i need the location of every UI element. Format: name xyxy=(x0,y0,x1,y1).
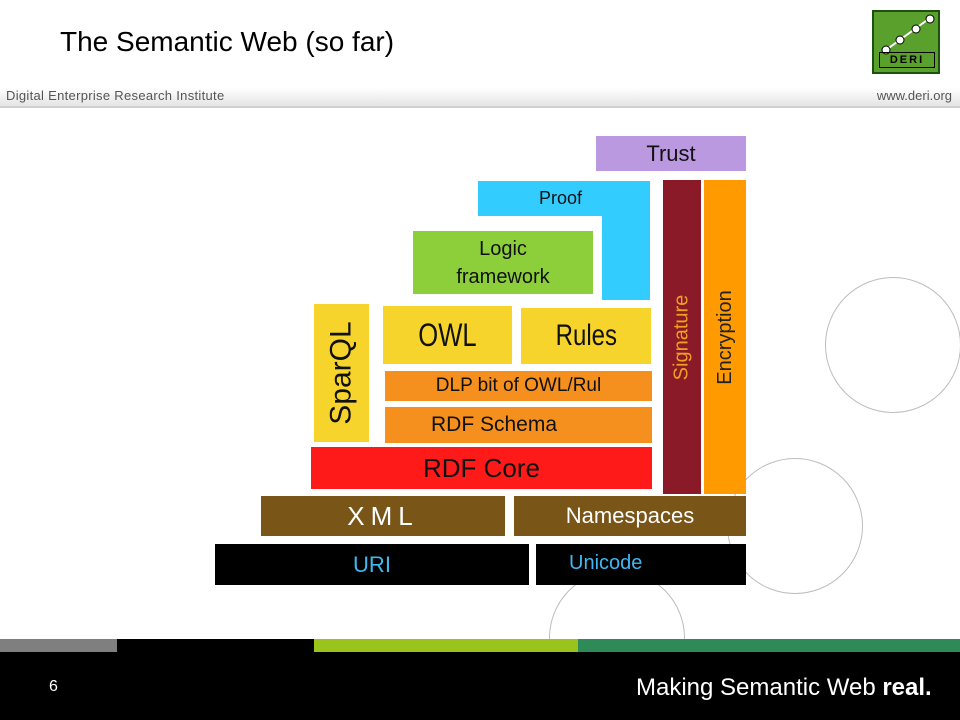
layer-uri-label: URI xyxy=(353,551,391,577)
layer-owl-label: OWL xyxy=(418,316,477,353)
layer-rdf-core: RDF Core xyxy=(311,447,652,489)
footer-stripe-black xyxy=(117,639,314,652)
page-number: 6 xyxy=(49,678,58,695)
deri-logo: DERI xyxy=(872,10,940,74)
layer-proof-extension xyxy=(602,214,650,300)
layer-proof xyxy=(478,181,650,216)
layer-logic-label-1: Logic xyxy=(479,237,527,260)
layer-uri: URI xyxy=(215,544,529,585)
footer-stripe-grey xyxy=(0,639,117,652)
layer-xml-label: XML xyxy=(347,500,419,531)
institute-name: Digital Enterprise Research Institute xyxy=(6,88,225,103)
layer-rdf-schema: RDF Schema xyxy=(385,407,652,443)
website-url[interactable]: www.deri.org xyxy=(876,88,952,103)
layer-dlp: DLP bit of OWL/Rul xyxy=(385,371,652,401)
layer-logic-label-2: framework xyxy=(456,265,550,288)
layer-xml: XML xyxy=(261,496,505,536)
decorative-circle xyxy=(825,277,960,413)
layer-unicode: Unicode xyxy=(536,544,746,585)
layer-namespaces: Namespaces xyxy=(514,496,746,536)
header-band xyxy=(0,88,960,106)
layer-signature: Signature xyxy=(663,180,701,494)
layer-namespaces-label: Namespaces xyxy=(565,503,695,528)
layer-rules-label: Rules xyxy=(555,319,617,352)
layer-dlp-label: DLP bit of OWL/Rul xyxy=(435,375,602,396)
logo-dots-icon xyxy=(881,14,935,55)
footer-tagline: Making Semantic Web real. xyxy=(636,674,932,702)
layer-trust-label: Trust xyxy=(646,140,696,166)
layer-owl: OWL xyxy=(383,306,512,364)
decorative-circle xyxy=(727,458,863,594)
footer-bar xyxy=(0,652,960,720)
layer-encryption-label: Encryption xyxy=(713,289,736,385)
layer-unicode-label: Unicode xyxy=(569,552,643,574)
layer-encryption: Encryption xyxy=(704,180,746,494)
layer-proof-label: Proof xyxy=(538,188,583,208)
layer-rules: Rules xyxy=(521,308,651,364)
layer-signature-label: Signature xyxy=(670,294,693,380)
tagline-bold: real. xyxy=(882,674,932,701)
tagline-regular: Making Semantic Web xyxy=(636,674,883,701)
layer-trust: Trust xyxy=(596,136,746,171)
footer-stripe-lime xyxy=(314,639,578,652)
slide-title: The Semantic Web (so far) xyxy=(60,26,395,57)
layer-sparql: SparQL xyxy=(314,304,369,442)
layer-sparql-label: SparQL xyxy=(324,321,358,425)
layer-proof-label-box: Proof xyxy=(478,181,643,216)
layer-logic-framework: Logic framework xyxy=(413,231,593,294)
layer-rdf-core-label: RDF Core xyxy=(422,452,540,483)
logo-text: DERI xyxy=(879,52,935,68)
footer-stripe-green xyxy=(578,639,960,652)
layer-rdf-schema-label: RDF Schema xyxy=(431,413,558,436)
header-divider xyxy=(0,106,960,108)
